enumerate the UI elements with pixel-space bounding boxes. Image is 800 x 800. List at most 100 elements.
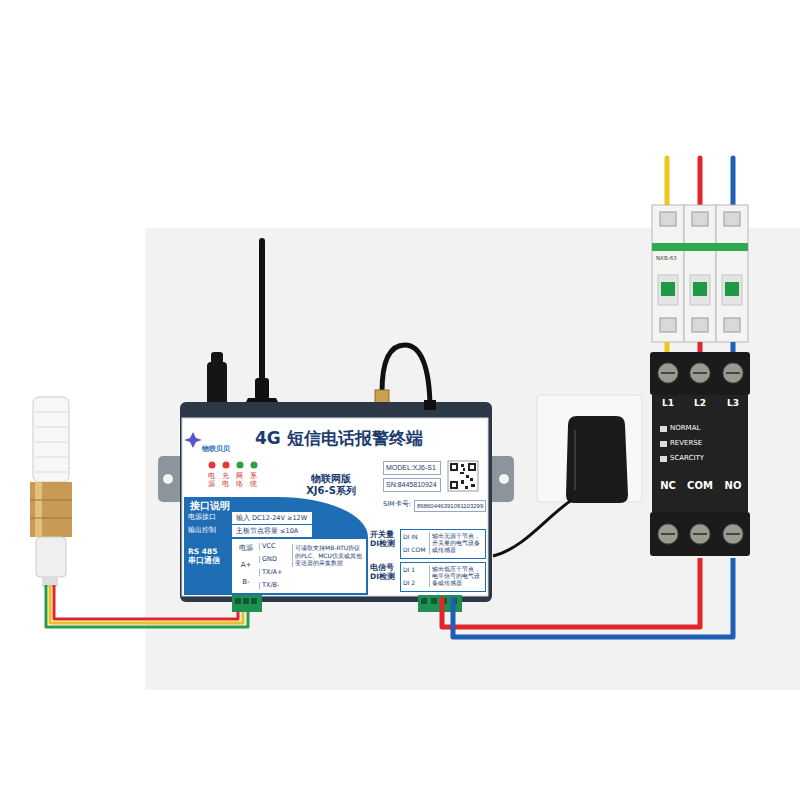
spec-text: 主板节点容量 ≤10A: [236, 528, 298, 535]
wire-connector: [665, 342, 670, 352]
pin-name: DI IN: [403, 534, 427, 541]
sensor-groove: [35, 457, 67, 458]
antenna-port: [424, 400, 436, 410]
panel-heading: 接口说明: [190, 500, 230, 512]
interface-note: 输出低压干节点，电平信号的电气设备或传感器: [429, 565, 484, 587]
qr-finder: [470, 465, 474, 469]
status-led: [251, 462, 258, 469]
antenna-coil: [255, 378, 269, 400]
pin-name: TX/B-: [259, 582, 290, 589]
breaker-slot: [692, 212, 708, 226]
terminal-hole: [251, 598, 257, 604]
front-label: [182, 418, 488, 596]
terminal-hole: [421, 598, 427, 604]
screw: [658, 363, 678, 383]
screw-slot: [661, 372, 675, 374]
pin-name: GND: [259, 556, 290, 563]
status-led: [223, 462, 230, 469]
interface-label: RS 485 串口通信: [188, 548, 228, 565]
led-label: 系统: [250, 473, 257, 488]
status-led: [237, 462, 244, 469]
device-title: 4G 短信电话报警终端: [255, 429, 423, 449]
qr-code: [448, 461, 478, 491]
logo-star: [184, 432, 202, 448]
interface-label: 输出控制: [188, 526, 216, 534]
rs485-table: 电源A+B-VCCGNDTX/A+TX/B-可读取支持MB-RTU协议的PLC、…: [232, 539, 366, 593]
qr-finder: [468, 463, 476, 471]
sim-box: 89860446391091103299: [414, 500, 486, 512]
terminal-block: [232, 595, 262, 612]
screw-slot: [693, 533, 707, 535]
handle-recess: [690, 275, 710, 305]
brass-edge: [30, 518, 72, 519]
serial-box: SN:8445810924: [383, 478, 441, 492]
indicator-square: [660, 426, 667, 432]
interface-panel: 接口说明输入 DC12-24V ≥12W主板节点容量 ≤10A电源A+B-VCC…: [184, 497, 368, 595]
pin-name: DI COM: [403, 547, 427, 554]
brand-logo: 物联贝贝: [202, 445, 230, 453]
phase-label: L3: [723, 398, 743, 408]
qr-module: [471, 484, 475, 487]
indicator-square: [660, 441, 667, 447]
screw: [690, 363, 710, 383]
di-switch-box: DI IN DI COM输出无源干节点，开关量的电气设备或传感器: [400, 529, 486, 559]
circuit-breaker: NXB-63: [652, 205, 748, 342]
interface-label: 电源接口: [188, 513, 216, 521]
interface-label: 电信号 DI检测: [370, 564, 398, 581]
qr-finder: [450, 463, 458, 471]
brass-fitting: [30, 482, 72, 537]
contact-label: COM: [686, 480, 714, 492]
phase-label: L2: [690, 398, 710, 408]
adapter-highlight: [574, 430, 576, 490]
led-label: 网络: [236, 473, 243, 488]
wall-socket: [537, 395, 642, 502]
terminal-strip: [650, 352, 750, 395]
pin-name: 电源: [235, 544, 257, 552]
terminal-strip: [650, 512, 750, 556]
power-adapter: [566, 416, 628, 503]
screw: [723, 524, 743, 544]
qr-module: [463, 468, 465, 471]
handle-recess: [722, 275, 742, 305]
led-label: 电源: [208, 473, 215, 488]
brass-highlight: [35, 482, 42, 537]
interface-note: 输出无源干节点，开关量的电气设备或传感器: [429, 532, 484, 554]
brass-edge: [30, 500, 72, 501]
breaker-handle: [661, 282, 675, 296]
qr-finder: [452, 465, 456, 469]
pin-name: VCC: [259, 543, 290, 550]
sensor-housing: [33, 397, 69, 482]
breaker-band: [652, 243, 748, 251]
screw-slot: [661, 533, 675, 535]
qr-module: [466, 475, 469, 478]
breaker-handle: [725, 282, 739, 296]
model-number: MODEL:XJ6-S1: [386, 464, 436, 472]
cable-gland: [36, 537, 66, 577]
device-housing: [180, 402, 492, 602]
terminal-hole: [235, 598, 241, 604]
screw: [690, 524, 710, 544]
qr-module: [460, 472, 464, 474]
pin-name: TX/A+: [259, 569, 290, 576]
terminal-hole: [431, 598, 437, 604]
interface-note: 可读取支持MB-RTU协议的PLC、MCU仪表或其他变送器的采集数据: [292, 544, 363, 567]
breaker-slot: [724, 212, 740, 226]
interface-label: 开关量 DI检测: [370, 531, 398, 548]
handle-recess: [658, 275, 678, 305]
indicator-square: [660, 456, 667, 462]
screw-slot: [726, 533, 740, 535]
sim-label: SIM卡号:: [383, 501, 411, 508]
edition-text: 物联网版 XJ6-S系列: [300, 473, 362, 496]
contact-label: NC: [656, 480, 680, 492]
sensor-groove: [35, 412, 67, 413]
status-text: REVERSE: [670, 439, 702, 447]
screw: [658, 524, 678, 544]
wire-connector: [698, 342, 703, 352]
spec-box: 主板节点容量 ≤10A: [232, 525, 312, 537]
qr-finder: [452, 483, 456, 487]
qr-module: [461, 464, 464, 467]
phase-relay: L1L2L3NORMALREVERSESCARCITYNCCOMNO: [650, 352, 750, 558]
contact-label: NO: [721, 480, 745, 492]
qr-module: [470, 478, 473, 481]
